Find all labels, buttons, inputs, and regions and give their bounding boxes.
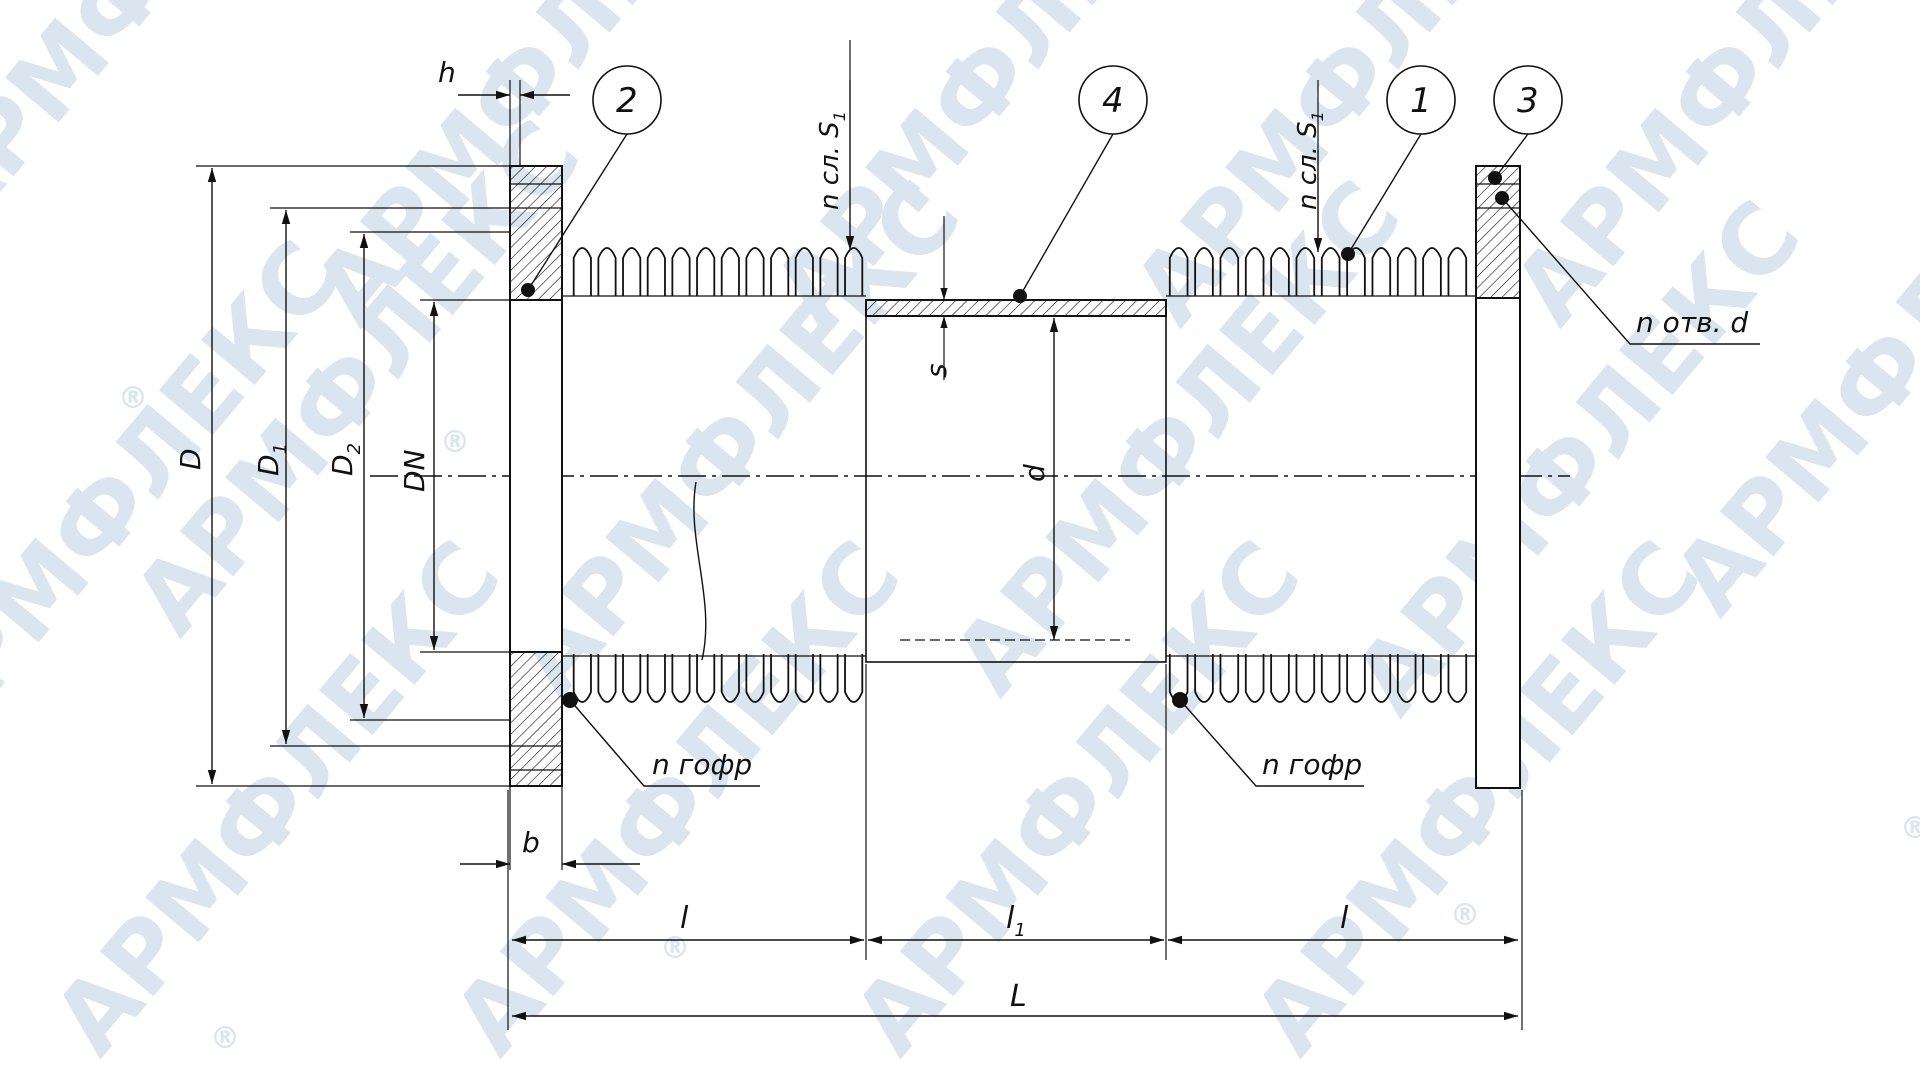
label-s: s <box>920 363 953 378</box>
note-n-sl-left-group: n сл. S1 <box>815 111 849 210</box>
label-D: D <box>174 448 207 470</box>
label-D-group: D <box>174 448 207 470</box>
note-n-gofr-left: n гофр <box>652 748 752 781</box>
dimension-labels: h b D D1 D2 DN d s l l1 l L <box>174 56 1349 1014</box>
label-D2-group: D2 <box>326 443 365 476</box>
callouts: 2 4 1 3 <box>592 65 1563 135</box>
watermark-mark: ® <box>210 1021 240 1056</box>
label-l1: l1 <box>1006 901 1026 941</box>
label-D2: D2 <box>326 443 365 476</box>
label-h: h <box>438 56 456 89</box>
label-l-left: l <box>680 901 689 936</box>
label-d: d <box>1018 464 1051 482</box>
watermark-text: АРМФЛЕКС <box>0 0 382 255</box>
label-D1-group: D1 <box>252 443 291 476</box>
notes: n сл. S1 n сл. S1 n отв. d n гофр n гофр <box>652 111 1748 781</box>
note-n-sl-right-group: n сл. S1 <box>1293 111 1327 210</box>
watermark-mark: ® <box>118 381 148 416</box>
watermark-mark: ® <box>1900 811 1920 846</box>
callout-1: 1 <box>1410 81 1432 121</box>
callout-3: 3 <box>1517 81 1539 121</box>
label-DN: DN <box>398 449 431 492</box>
label-l-right: l <box>1340 901 1349 936</box>
callout-4: 4 <box>1102 81 1124 121</box>
label-d-group: d <box>1018 464 1051 482</box>
label-b: b <box>522 826 540 859</box>
drawing-geometry <box>196 40 1760 1030</box>
label-DN-group: DN <box>398 449 431 492</box>
note-n-sl-left: n сл. S1 <box>815 111 849 210</box>
watermark-mark: ® <box>660 931 690 966</box>
note-n-sl-right: n сл. S1 <box>1293 111 1327 210</box>
label-s-group: s <box>920 363 953 378</box>
watermark-mark: ® <box>440 425 470 460</box>
note-n-gofr-right: n гофр <box>1262 748 1362 781</box>
callout-2: 2 <box>616 81 638 121</box>
label-D1: D1 <box>252 443 291 476</box>
label-L: L <box>1010 979 1027 1014</box>
note-n-otv: n отв. d <box>1636 306 1748 339</box>
watermark-mark: ® <box>1450 898 1480 933</box>
